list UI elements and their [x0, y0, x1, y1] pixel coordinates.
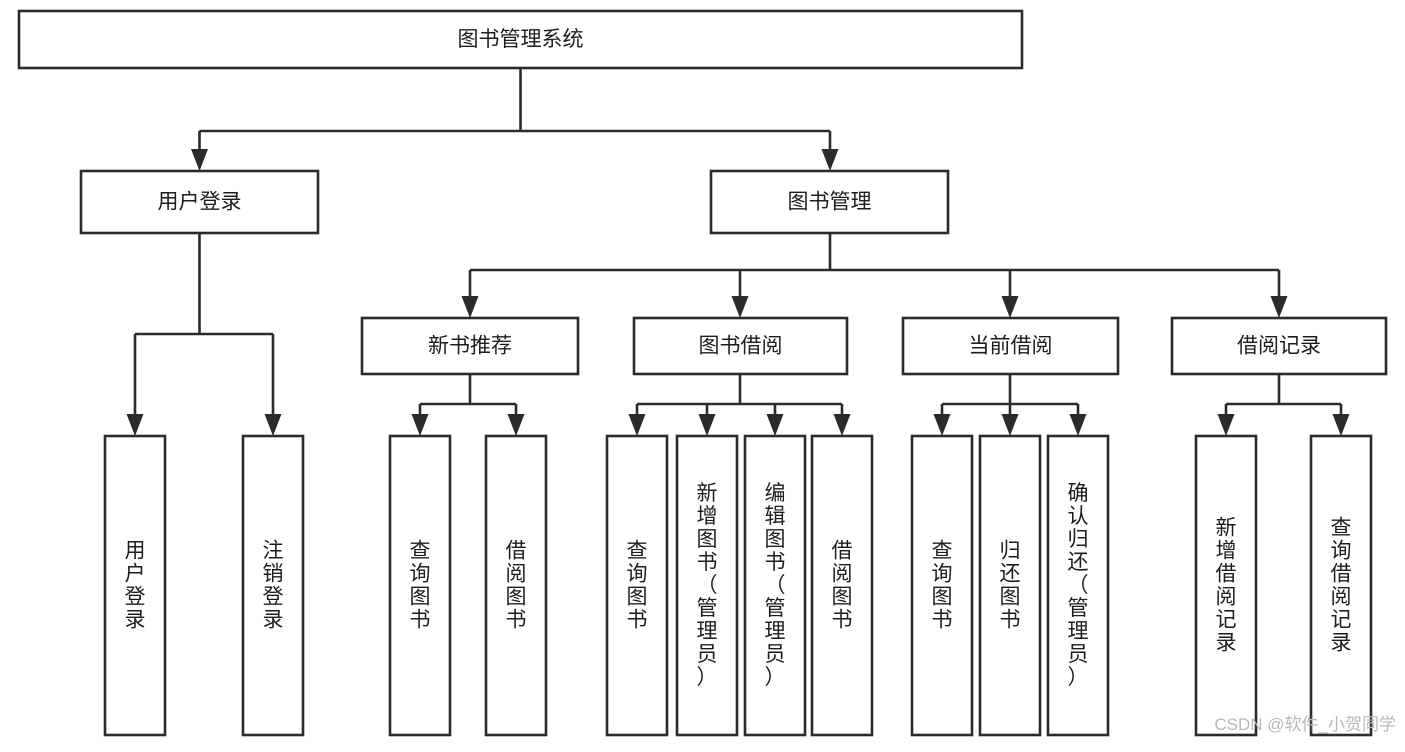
node-borrow-record[interactable]: 借阅记录: [1170, 316, 1388, 376]
node-label: 借阅图书: [506, 539, 527, 631]
node-label: 编辑图书（管理员）: [765, 482, 786, 689]
node-box: [605, 434, 669, 737]
node-leaf-query-book-borrow[interactable]: 查询图书: [605, 434, 669, 737]
node-leaf-query-book-current[interactable]: 查询图书: [910, 434, 974, 737]
node-label: 图书借阅: [699, 335, 783, 358]
node-label: 用户登录: [125, 539, 146, 631]
node-label: 新增借阅记录: [1216, 516, 1237, 654]
node-label: 查询图书: [410, 539, 431, 631]
arrow-head-icon: [628, 414, 646, 436]
node-leaf-borrow-book-recommend[interactable]: 借阅图书: [484, 434, 548, 737]
node-label: 查询借阅记录: [1331, 516, 1352, 654]
arrow-head-icon: [1001, 414, 1019, 436]
node-leaf-query-borrow-record[interactable]: 查询借阅记录: [1309, 434, 1373, 737]
node-box: [810, 434, 874, 737]
node-label: 借阅记录: [1237, 335, 1321, 358]
arrow-head-icon: [1332, 414, 1350, 436]
node-box: [901, 316, 1120, 376]
node-leaf-add-borrow-record[interactable]: 新增借阅记录: [1194, 434, 1258, 737]
arrow-head-icon: [1069, 414, 1087, 436]
node-label: 用户登录: [158, 191, 242, 214]
node-leaf-edit-book[interactable]: 编辑图书（管理员）: [743, 434, 807, 737]
node-leaf-user-login[interactable]: 用户登录: [103, 434, 167, 737]
node-box: [241, 434, 305, 737]
node-leaf-confirm-return[interactable]: 确认归还（管理员）: [1046, 434, 1110, 737]
arrow-head-icon: [1001, 296, 1019, 318]
node-label: 归还图书: [1000, 539, 1021, 631]
nodes-layer: 图书管理系统用户登录图书管理新书推荐图书借阅当前借阅借阅记录用户登录注销登录查询…: [17, 9, 1388, 737]
node-label: 注销登录: [263, 539, 284, 631]
node-box: [360, 316, 580, 376]
arrow-head-icon: [731, 296, 749, 318]
arrow-head-icon: [126, 414, 144, 436]
node-box: [978, 434, 1042, 737]
csdn-watermark: CSDN @软件_小贺同学: [1214, 715, 1396, 734]
connectors-layer: [126, 68, 1350, 436]
node-label: 新增图书（管理员）: [697, 482, 718, 689]
node-box: [1194, 434, 1258, 737]
arrow-head-icon: [821, 149, 839, 171]
arrow-head-icon: [766, 414, 784, 436]
arrow-head-icon: [698, 414, 716, 436]
arrow-head-icon: [1217, 414, 1235, 436]
node-box: [910, 434, 974, 737]
node-box: [484, 434, 548, 737]
node-box: [1170, 316, 1388, 376]
arrow-head-icon: [411, 414, 429, 436]
node-leaf-borrow-book[interactable]: 借阅图书: [810, 434, 874, 737]
node-label: 图书管理系统: [458, 28, 584, 51]
arrow-head-icon: [264, 414, 282, 436]
arrow-head-icon: [933, 414, 951, 436]
node-leaf-return-book[interactable]: 归还图书: [978, 434, 1042, 737]
arrow-head-icon: [1270, 296, 1288, 318]
node-label: 借阅图书: [832, 539, 853, 631]
arrow-head-icon: [507, 414, 525, 436]
node-label: 确认归还（管理员）: [1068, 482, 1089, 689]
node-box: [79, 169, 320, 235]
arrow-head-icon: [461, 296, 479, 318]
node-leaf-add-book[interactable]: 新增图书（管理员）: [675, 434, 739, 737]
node-box: [632, 316, 849, 376]
arrow-head-icon: [191, 149, 208, 171]
node-box: [675, 434, 739, 737]
node-box: [743, 434, 807, 737]
node-book-manage[interactable]: 图书管理: [709, 169, 950, 235]
node-label: 查询图书: [932, 539, 953, 631]
node-label: 新书推荐: [428, 335, 512, 358]
node-user-login[interactable]: 用户登录: [79, 169, 320, 235]
node-box: [1046, 434, 1110, 737]
node-label: 查询图书: [627, 539, 648, 631]
node-book-borrow[interactable]: 图书借阅: [632, 316, 849, 376]
node-leaf-query-book-recommend[interactable]: 查询图书: [388, 434, 452, 737]
node-box: [388, 434, 452, 737]
node-new-book-recommend[interactable]: 新书推荐: [360, 316, 580, 376]
node-label: 当前借阅: [969, 335, 1053, 358]
node-box: [17, 9, 1024, 70]
node-box: [709, 169, 950, 235]
node-root[interactable]: 图书管理系统: [17, 9, 1024, 70]
node-label: 图书管理: [788, 191, 872, 214]
node-leaf-logout[interactable]: 注销登录: [241, 434, 305, 737]
node-box: [1309, 434, 1373, 737]
node-current-borrow[interactable]: 当前借阅: [901, 316, 1120, 376]
arrow-head-icon: [833, 414, 851, 436]
node-box: [103, 434, 167, 737]
